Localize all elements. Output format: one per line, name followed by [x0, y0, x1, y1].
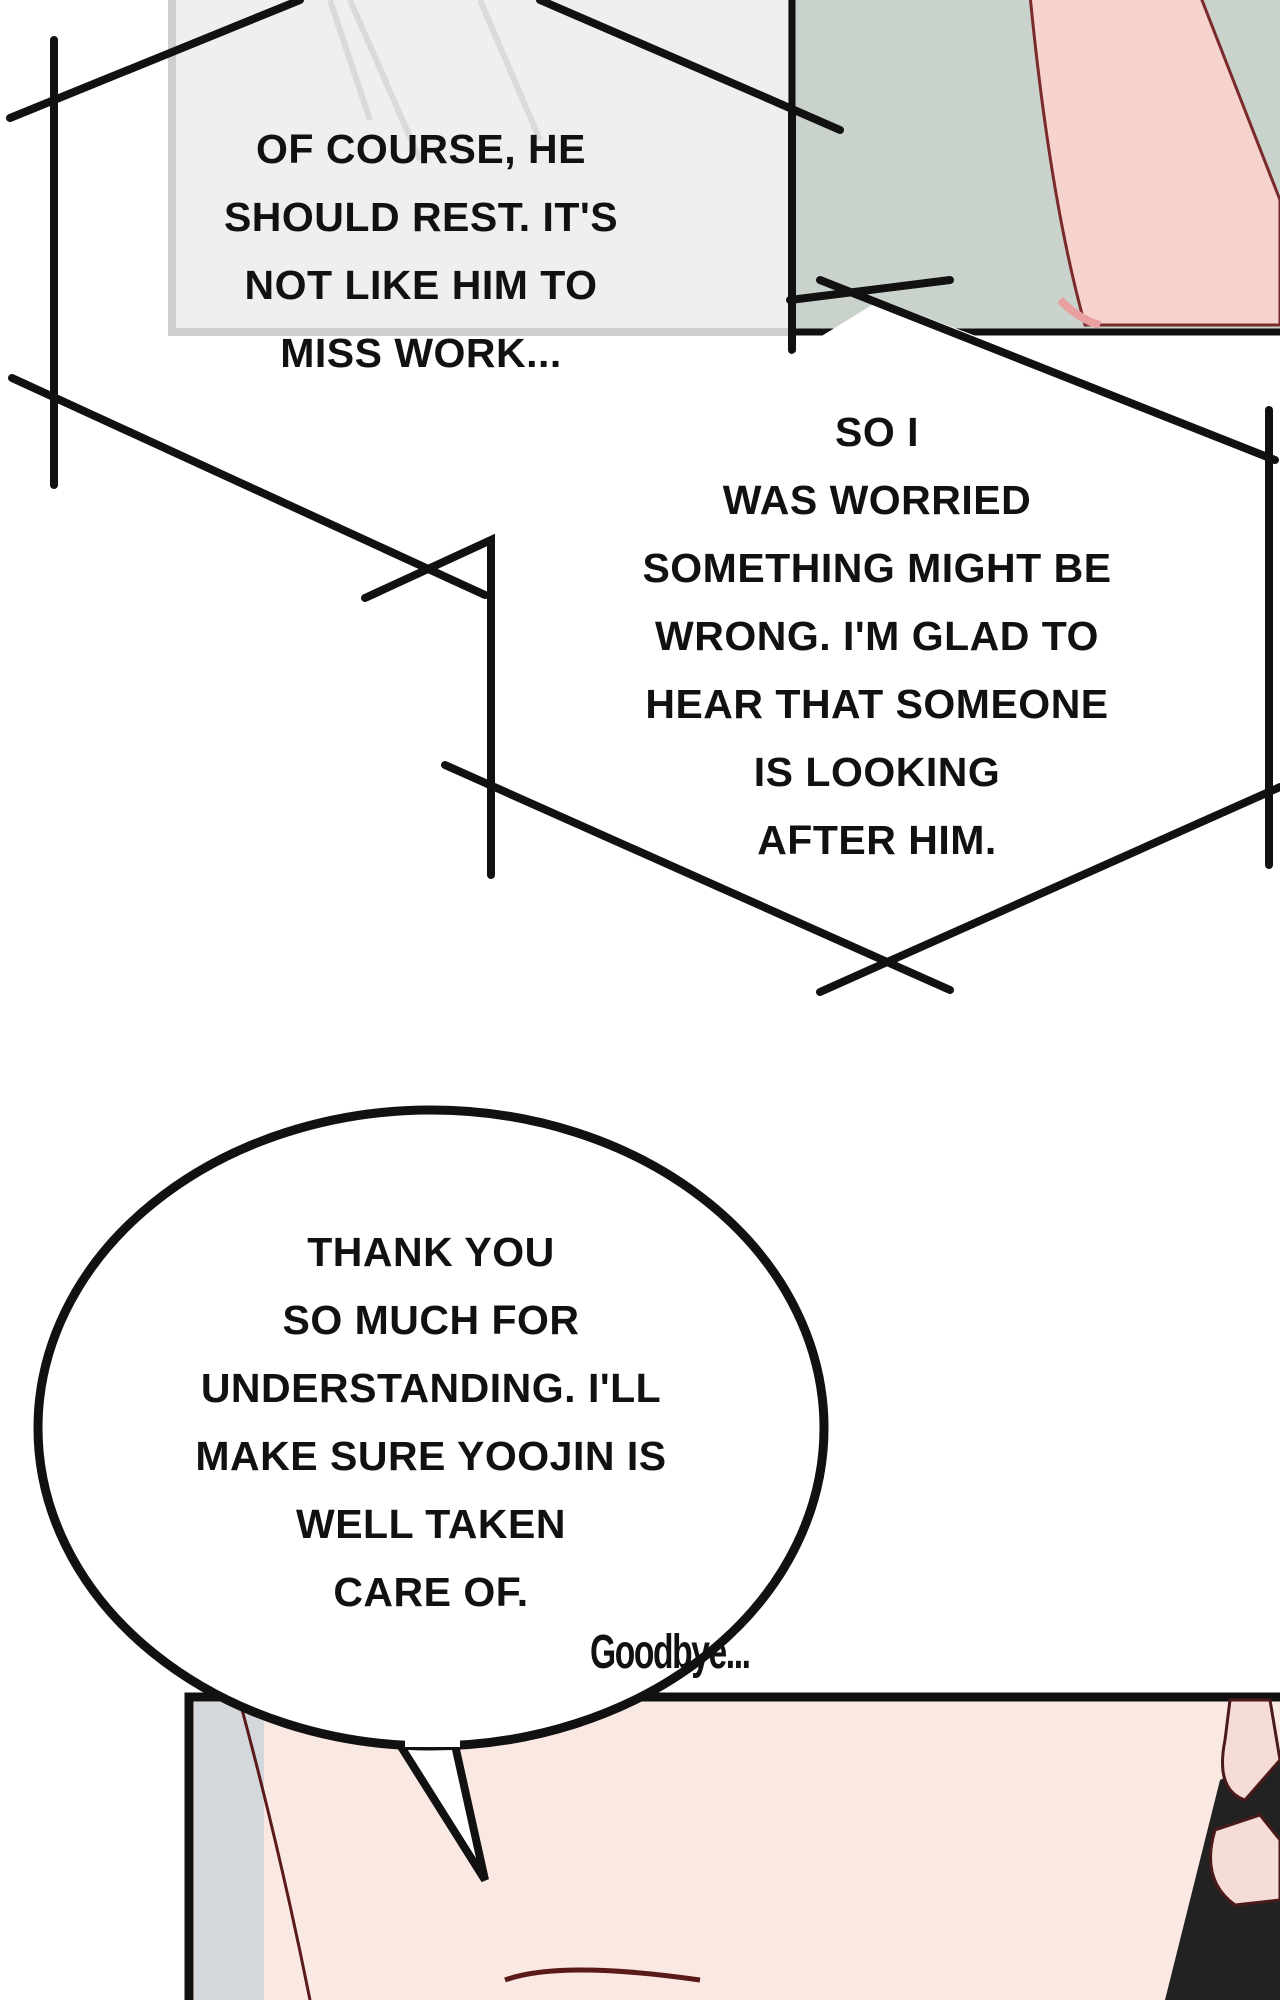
- speech-bubble-2-text: So I was worried something might be wron…: [577, 398, 1177, 874]
- bubble-line: wrong. I'm glad to: [655, 613, 1099, 659]
- bubble-line: should rest. It's: [223, 194, 619, 240]
- bubble-line: well taken: [296, 1501, 566, 1547]
- panel-top-left: [168, 0, 796, 336]
- bubble-line: make sure Yoojin is: [195, 1433, 667, 1479]
- bubble-line: Thank you: [307, 1229, 555, 1275]
- arm: [1028, 0, 1280, 327]
- bubble-line: was worried: [722, 477, 1032, 523]
- bubble-line: care of.: [333, 1569, 529, 1615]
- speech-bubble-2-outline: [361, 276, 1280, 996]
- bubble-line: hear that someone: [645, 681, 1109, 727]
- speech-bubble-2-shape: [491, 300, 1269, 969]
- bubble-line: is looking: [753, 749, 1001, 795]
- bubble-line: So I: [834, 409, 920, 455]
- bubble-line: understanding. I'll: [200, 1365, 662, 1411]
- sound-effect-text: Goodbye...: [590, 1626, 751, 1679]
- panel-bottom: [184, 1692, 1280, 2000]
- bubble-line: Of course, he: [256, 126, 586, 172]
- speech-bubble-3-text: Thank you so much for understanding. I'l…: [131, 1218, 731, 1626]
- bubble-line: not like him to: [244, 262, 598, 308]
- bubble-line: after him.: [757, 817, 997, 863]
- bubble-line: something might be: [642, 545, 1112, 591]
- speech-bubble-1-text: Of course, he should rest. It's not like…: [171, 115, 671, 387]
- speech-bubble-3-outline: [33, 1105, 829, 1883]
- hair-strands: [327, 0, 543, 162]
- hand: [1209, 1698, 1280, 1907]
- bubble-line: miss work...: [280, 330, 562, 376]
- bubble-line: so much for: [282, 1297, 580, 1343]
- speech-bubble-1-outline: [6, 0, 844, 599]
- mouth: [504, 1967, 701, 1983]
